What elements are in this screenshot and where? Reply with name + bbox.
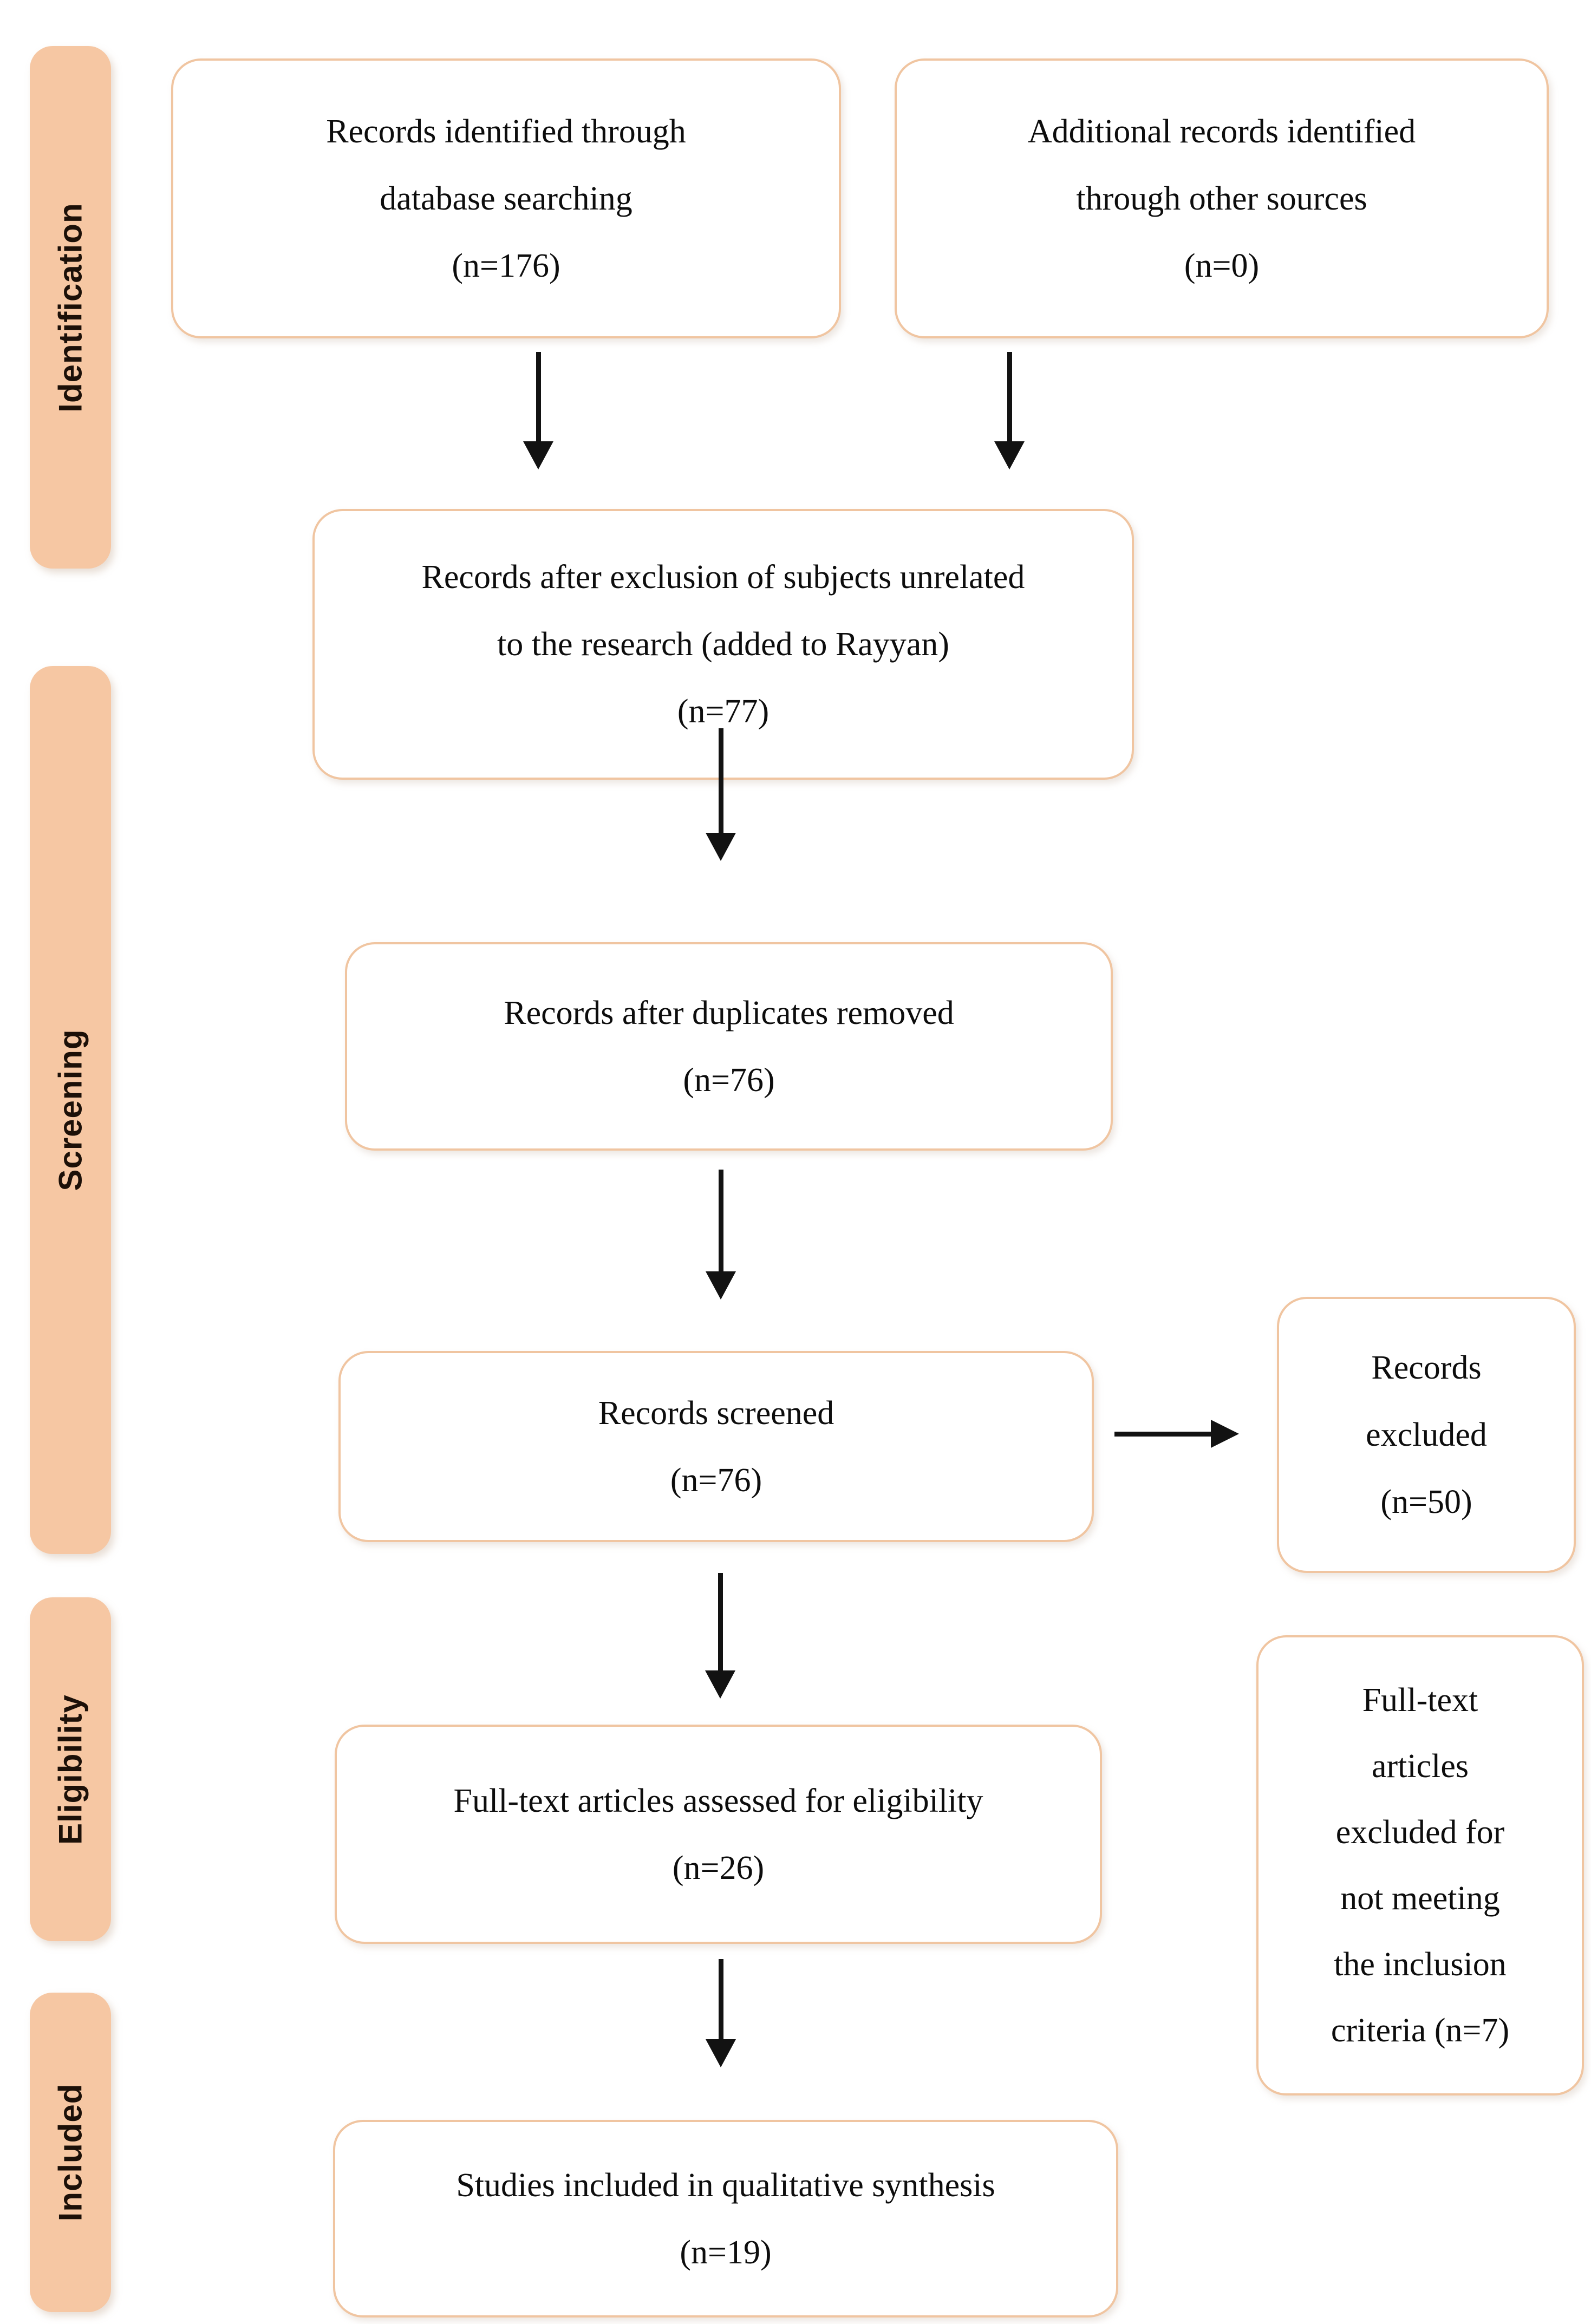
box-line: Records screened bbox=[598, 1394, 834, 1432]
arrow-shaft bbox=[718, 1170, 723, 1271]
box-duplicates-removed-text: Records after duplicates removed (n=76) bbox=[504, 980, 954, 1114]
box-line: excluded for bbox=[1335, 1814, 1505, 1851]
stage-screening-label: Screening bbox=[52, 1029, 89, 1191]
box-line: excluded bbox=[1366, 1416, 1487, 1453]
arrow-shaft bbox=[718, 728, 723, 833]
box-after-exclusion-text: Records after exclusion of subjects unre… bbox=[422, 544, 1025, 745]
stage-identification-label: Identification bbox=[52, 202, 89, 413]
box-line: Records identified through bbox=[326, 113, 686, 150]
arrow-head bbox=[705, 1670, 735, 1699]
stage-identification: Identification bbox=[30, 46, 111, 569]
arrow-head bbox=[1211, 1420, 1239, 1448]
box-fulltext-excluded: Full-text articles excluded for not meet… bbox=[1256, 1635, 1584, 2095]
arrow-additional-down bbox=[994, 352, 1025, 469]
box-duplicates-removed: Records after duplicates removed (n=76) bbox=[345, 942, 1113, 1151]
box-line: Additional records identified bbox=[1027, 113, 1416, 150]
box-records-screened-text: Records screened (n=76) bbox=[598, 1380, 834, 1514]
stage-eligibility: Eligibility bbox=[30, 1597, 111, 1941]
arrow-shaft bbox=[718, 1573, 723, 1670]
stage-eligibility-label: Eligibility bbox=[52, 1694, 89, 1845]
box-records-screened: Records screened (n=76) bbox=[338, 1351, 1094, 1542]
box-studies-included: Studies included in qualitative synthesi… bbox=[333, 2120, 1118, 2318]
box-line: Records bbox=[1371, 1349, 1482, 1386]
arrow-shaft bbox=[1114, 1431, 1211, 1437]
box-records-excluded-text: Records excluded (n=50) bbox=[1366, 1334, 1487, 1536]
box-line: to the research (added to Rayyan) bbox=[497, 626, 949, 663]
box-records-excluded: Records excluded (n=50) bbox=[1277, 1297, 1576, 1573]
arrow-head bbox=[523, 441, 553, 469]
box-line: (n=26) bbox=[672, 1849, 765, 1886]
box-line: (n=77) bbox=[677, 693, 770, 730]
box-line: (n=76) bbox=[683, 1061, 775, 1099]
box-line: (n=19) bbox=[680, 2234, 772, 2271]
arrow-shaft bbox=[1007, 352, 1012, 441]
box-studies-included-text: Studies included in qualitative synthesi… bbox=[456, 2152, 995, 2286]
arrow-head bbox=[706, 1271, 736, 1300]
box-additional-records-text: Additional records identified through ot… bbox=[1028, 98, 1416, 299]
box-line: (n=50) bbox=[1380, 1484, 1472, 1520]
stage-included-label: Included bbox=[52, 2083, 89, 2222]
arrow-screened-right bbox=[1114, 1420, 1239, 1448]
stage-screening: Screening bbox=[30, 666, 111, 1554]
box-line: (n=76) bbox=[670, 1461, 762, 1499]
box-records-identified: Records identified through database sear… bbox=[171, 58, 841, 338]
arrow-identified-down bbox=[523, 352, 553, 469]
box-line: the inclusion bbox=[1334, 1946, 1507, 1983]
box-fulltext-assessed: Full-text articles assessed for eligibil… bbox=[335, 1725, 1102, 1944]
arrow-head bbox=[706, 2039, 736, 2067]
box-line: criteria (n=7) bbox=[1331, 2012, 1510, 2049]
arrow-head bbox=[994, 441, 1025, 469]
box-records-identified-text: Records identified through database sear… bbox=[326, 98, 686, 299]
box-fulltext-excluded-text: Full-text articles excluded for not meet… bbox=[1331, 1667, 1509, 2064]
box-line: articles bbox=[1371, 1748, 1469, 1785]
arrow-shaft bbox=[718, 1959, 723, 2039]
stage-included: Included bbox=[30, 1993, 111, 2312]
box-line: Records after duplicates removed bbox=[504, 994, 954, 1032]
arrow-duplicates-down bbox=[706, 1170, 736, 1300]
box-line: Full-text bbox=[1362, 1682, 1478, 1719]
box-line: Studies included in qualitative synthesi… bbox=[456, 2166, 995, 2204]
box-line: Full-text articles assessed for eligibil… bbox=[453, 1782, 983, 1819]
arrow-head bbox=[706, 833, 736, 861]
arrow-assessed-down bbox=[706, 1959, 736, 2067]
box-line: database searching bbox=[380, 180, 633, 217]
box-after-exclusion: Records after exclusion of subjects unre… bbox=[312, 509, 1134, 780]
box-line: (n=176) bbox=[452, 247, 560, 284]
box-line: Records after exclusion of subjects unre… bbox=[421, 559, 1025, 596]
box-fulltext-assessed-text: Full-text articles assessed for eligibil… bbox=[453, 1767, 983, 1902]
box-line: (n=0) bbox=[1184, 247, 1260, 284]
box-additional-records: Additional records identified through ot… bbox=[895, 58, 1549, 338]
box-line: through other sources bbox=[1076, 180, 1367, 217]
arrow-screened-down bbox=[705, 1573, 735, 1699]
arrow-shaft bbox=[536, 352, 541, 441]
arrow-exclusion-down bbox=[706, 728, 736, 861]
box-line: not meeting bbox=[1340, 1880, 1500, 1917]
